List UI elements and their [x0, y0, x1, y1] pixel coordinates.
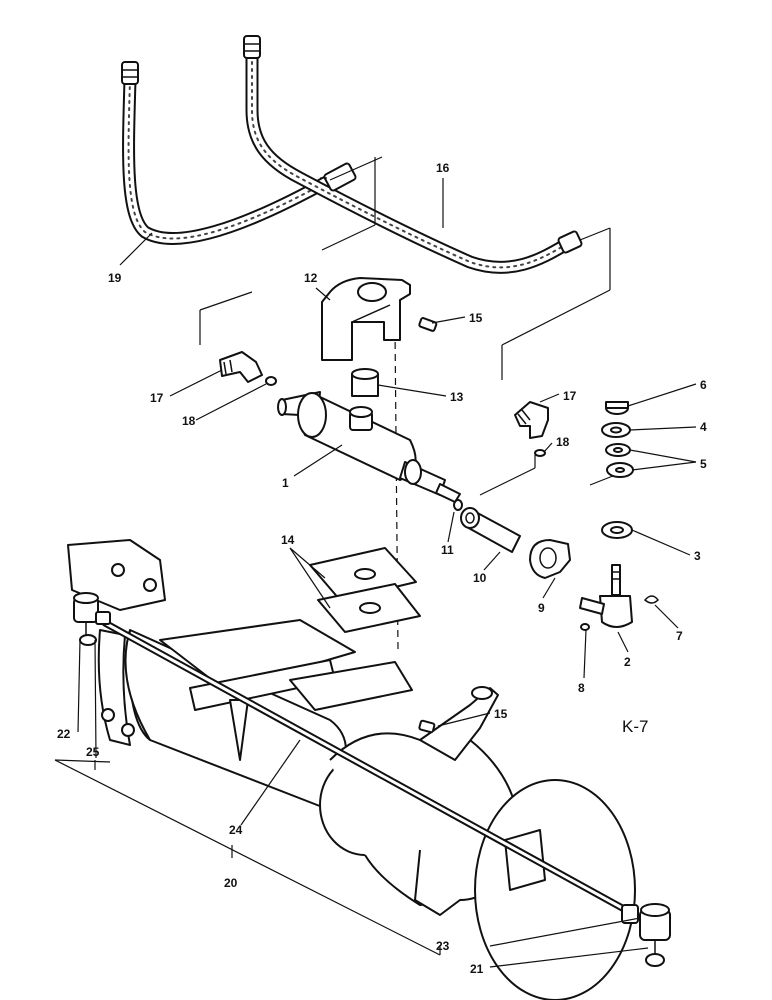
washer-4: [601, 422, 631, 438]
callout-23: 23: [436, 939, 450, 953]
callout-18-right: 18: [556, 435, 570, 449]
callout-22: 22: [57, 727, 71, 741]
callout-2: 2: [624, 655, 631, 669]
seal-3: [601, 521, 633, 539]
callout-11: 11: [441, 543, 454, 557]
callout-7: 7: [676, 629, 683, 643]
shims-14: [309, 547, 421, 633]
callout-14: 14: [281, 533, 295, 547]
figure-label: K-7: [622, 717, 648, 736]
callout-17-right: 17: [563, 389, 577, 403]
callout-12: 12: [304, 271, 318, 285]
steering-cylinder-1: [277, 391, 461, 503]
bolt-15-lower: [418, 719, 436, 734]
leader-lines: [54, 177, 697, 968]
tie-rod-end-right: [621, 903, 671, 967]
axle-housing-20: [67, 539, 636, 1000]
callout-4: 4: [700, 420, 707, 434]
bolt-15-upper: [418, 317, 438, 332]
bushing-13: [351, 368, 379, 397]
callout-21: 21: [470, 962, 484, 976]
rod-end-10: [460, 507, 521, 553]
tie-rod-end-left: [73, 592, 111, 646]
callout-9: 9: [538, 601, 545, 615]
callout-18-left: 18: [182, 414, 196, 428]
grease-fitting-8: [580, 623, 590, 631]
callout-1: 1: [282, 476, 289, 490]
washers-5: [605, 443, 634, 478]
callout-8: 8: [578, 681, 585, 695]
callout-15-upper: 15: [469, 311, 483, 325]
callout-16: 16: [436, 161, 450, 175]
o-ring-18-right: [534, 449, 546, 457]
elbow-17-left: [219, 351, 263, 383]
bracket-12: [321, 277, 411, 361]
guide-lines: [199, 156, 629, 651]
callout-10: 10: [473, 571, 487, 585]
callout-6: 6: [700, 378, 707, 392]
callout-labels: 1 2 3 4 5 6 7 8 9 10 11 12 13 14 15 15 1…: [57, 161, 707, 976]
callout-3: 3: [694, 549, 701, 563]
callout-19: 19: [108, 271, 122, 285]
cotter-pin-7: [643, 595, 659, 604]
callout-13: 13: [450, 390, 464, 404]
callout-5: 5: [700, 457, 707, 471]
hose-16: [243, 35, 583, 274]
nut-6: [605, 401, 629, 415]
callout-15-lower: 15: [494, 707, 508, 721]
o-ring-18-left: [265, 376, 277, 386]
callout-17-left: 17: [150, 391, 164, 405]
elbow-17-right: [514, 401, 549, 439]
tie-rod-24: [101, 619, 639, 919]
o-ring-11: [453, 499, 463, 511]
callout-20: 20: [224, 876, 238, 890]
hose-19: [121, 61, 337, 245]
clamp-9: [529, 539, 571, 579]
ball-joint-2: [579, 564, 633, 628]
callout-24: 24: [229, 823, 243, 837]
callout-25: 25: [86, 745, 100, 759]
